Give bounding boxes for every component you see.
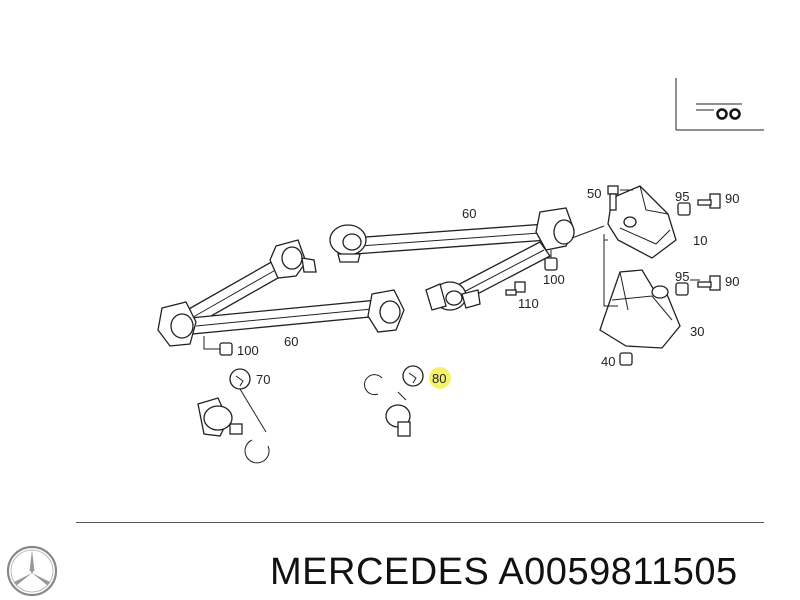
label-95-top: 95 xyxy=(675,189,689,204)
left-upper-arm xyxy=(179,239,317,329)
label-40: 40 xyxy=(601,354,615,369)
assembly-leader-lines xyxy=(571,225,618,307)
bolt-50 xyxy=(607,185,619,211)
label-60-top: 60 xyxy=(462,206,476,221)
diagonal-control-arm xyxy=(425,241,551,311)
label-90-bottom: 90 xyxy=(725,274,739,289)
label-80: 80 xyxy=(432,371,446,386)
label-100-left: 100 xyxy=(237,343,259,358)
upper-control-arm xyxy=(329,207,575,263)
bushing-assembly-80 xyxy=(364,365,451,437)
sleeve-95-top xyxy=(677,202,691,216)
label-30: 30 xyxy=(690,324,704,339)
label-90-top: 90 xyxy=(725,191,739,206)
vehicle-orientation-icon xyxy=(675,78,764,131)
nut-100-middle xyxy=(544,250,558,271)
upper-mounting-bracket xyxy=(607,185,677,259)
label-70: 70 xyxy=(256,372,270,387)
nut-100-left xyxy=(203,336,233,356)
part-number-title: MERCEDES A0059811505 xyxy=(270,551,738,593)
label-leader-lines xyxy=(620,189,700,281)
mercedes-star-icon xyxy=(6,545,58,597)
label-60-bottom: 60 xyxy=(284,334,298,349)
footer-divider xyxy=(76,522,764,523)
bolt-110 xyxy=(505,281,526,296)
sleeve-95-bottom xyxy=(675,282,689,296)
bushing-assembly-70 xyxy=(197,368,270,464)
label-100-middle: 100 xyxy=(543,272,565,287)
label-110: 110 xyxy=(518,296,539,311)
bolt-90-top xyxy=(697,193,721,209)
lower-control-arm xyxy=(157,289,405,347)
nut-40 xyxy=(619,352,633,366)
bolt-90-bottom xyxy=(697,275,721,291)
label-95-bottom: 95 xyxy=(675,269,689,284)
lower-mounting-bracket xyxy=(599,269,681,349)
label-10: 10 xyxy=(693,233,707,248)
label-50: 50 xyxy=(587,186,601,201)
